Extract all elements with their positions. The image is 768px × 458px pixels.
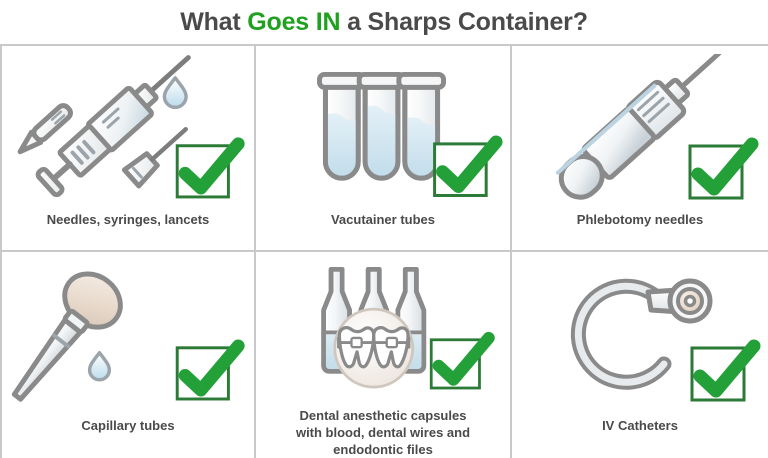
item-label-phlebotomy-needles: Phlebotomy needles <box>576 212 704 227</box>
item-label-capillary-tubes: Capillary tubes <box>81 418 175 433</box>
grid-cell-vacutainer-tubes[interactable]: Vacutainer tubes <box>256 46 512 252</box>
phlebotomy-needle-icon <box>512 54 768 206</box>
grid-cell-capillary-tubes[interactable]: Capillary tubes <box>0 252 256 458</box>
grid-cell-needles-syringes-lancets[interactable]: Needles, syringes, lancets <box>0 46 256 252</box>
green-check-box-icon <box>175 339 245 401</box>
dental-ampoules-icon <box>256 260 510 401</box>
droplet-icon <box>87 351 112 382</box>
page-title-part-2: a Sharps Container? <box>340 7 588 36</box>
capillary-tube-dropper-icon <box>2 260 254 412</box>
item-label-line-3: endodontic files <box>333 442 433 457</box>
grid-cell-phlebotomy-needles[interactable]: Phlebotomy needles <box>512 46 768 252</box>
header: What Goes IN a Sharps Container? <box>0 0 768 44</box>
green-check-box-icon <box>690 339 761 402</box>
syringe-icon <box>2 54 254 206</box>
item-label-vacutainer-tubes: Vacutainer tubes <box>330 212 436 227</box>
page-title: What Goes IN a Sharps Container? <box>180 8 588 37</box>
item-label-iv-catheters: IV Catheters <box>602 418 678 433</box>
braces-teeth-icon <box>333 307 415 389</box>
item-label-line-2: with blood, dental wires and <box>295 425 471 440</box>
page-title-part-1: What <box>180 7 248 36</box>
green-check-box-icon <box>429 331 495 390</box>
page-title-highlight: Goes IN <box>247 7 341 36</box>
items-grid: Needles, syringes, lancets <box>0 44 768 458</box>
green-check-box-icon <box>433 135 503 197</box>
item-label-dental-anesthetic-capsules: Dental anesthetic capsules with blood, de… <box>286 407 480 458</box>
green-check-box-icon <box>175 137 245 199</box>
vacutainer-tubes-icon <box>256 54 510 206</box>
grid-cell-dental-anesthetic-capsules[interactable]: Dental anesthetic capsules with blood, de… <box>256 252 512 458</box>
item-label-line-1: Dental anesthetic capsules <box>299 408 467 423</box>
iv-catheter-icon <box>512 260 768 412</box>
green-check-box-icon <box>688 137 759 200</box>
grid-cell-iv-catheters[interactable]: IV Catheters <box>512 252 768 458</box>
item-label-needles-syringes-lancets: Needles, syringes, lancets <box>46 212 210 227</box>
droplet-icon <box>162 76 188 110</box>
